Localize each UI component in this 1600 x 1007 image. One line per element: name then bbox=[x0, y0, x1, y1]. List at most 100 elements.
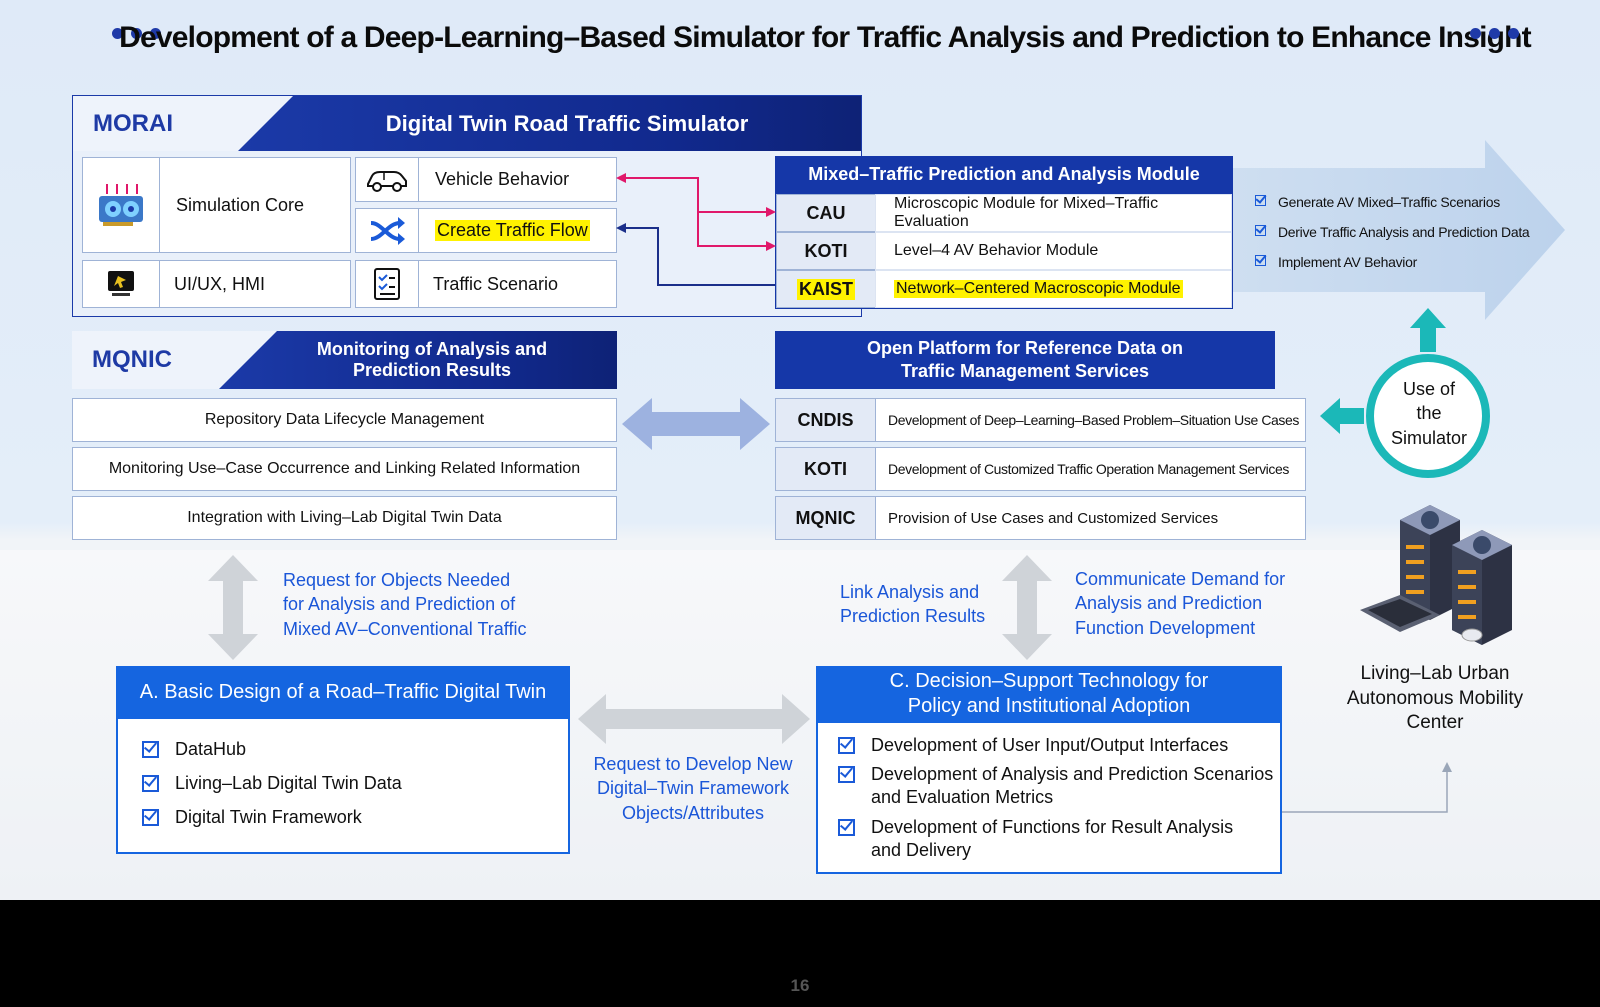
checkbox-icon bbox=[838, 737, 855, 754]
box-c-title-line: Policy and Institutional Adoption bbox=[907, 695, 1191, 717]
traffic-scenario-icon-cell bbox=[355, 260, 419, 308]
checkbox-icon bbox=[1255, 195, 1266, 206]
mixed-row-text-cell: Network–Centered Macroscopic Module bbox=[875, 270, 1232, 308]
mixed-row-code: KOTI bbox=[776, 232, 876, 270]
box-a-item: Living–Lab Digital Twin Data bbox=[142, 772, 402, 795]
vertical-double-arrow-left bbox=[208, 555, 258, 660]
open-platform-header: Open Platform for Reference Data on Traf… bbox=[775, 331, 1275, 389]
mqnic-item: Monitoring Use–Case Occurrence and Linki… bbox=[72, 447, 617, 491]
mqnic-platform-link-arrow bbox=[622, 398, 770, 450]
output-item: Implement AV Behavior bbox=[1255, 253, 1417, 271]
box-a-body bbox=[116, 717, 570, 854]
flow-text-line: Objects/Attributes bbox=[621, 802, 765, 823]
box-a-item: DataHub bbox=[142, 738, 246, 761]
simulation-core-icon-cell bbox=[82, 157, 160, 253]
mixed-row-text: Level–4 AV Behavior Module bbox=[875, 232, 1232, 270]
living-lab-line: Living–Lab Urban bbox=[1360, 663, 1510, 684]
box-a-item: Digital Twin Framework bbox=[142, 806, 362, 829]
box-c-item: Development of Functions for Result Anal… bbox=[838, 816, 1233, 863]
platform-row-text: Development of Deep–Learning–Based Probl… bbox=[875, 398, 1306, 442]
box-c-header: C. Decision–Support Technology for Polic… bbox=[816, 666, 1282, 722]
living-lab-label: Living–Lab Urban Autonomous Mobility Cen… bbox=[1335, 662, 1535, 736]
flow-text-line: Function Development bbox=[1075, 617, 1256, 638]
mixed-row-text: Microscopic Module for Mixed–Traffic Eva… bbox=[875, 194, 1232, 232]
output-item: Generate AV Mixed–Traffic Scenarios bbox=[1255, 193, 1500, 211]
box-c-title-line: C. Decision–Support Technology for bbox=[889, 670, 1209, 692]
flow-text-line: Mixed AV–Conventional Traffic bbox=[283, 618, 527, 639]
mqnic-title-line: Monitoring of Analysis and bbox=[316, 339, 548, 359]
use-simulator-line: the bbox=[1416, 403, 1442, 424]
ui-hmi-icon-cell bbox=[82, 260, 160, 308]
platform-row-text: Provision of Use Cases and Customized Se… bbox=[875, 496, 1306, 540]
morai-title: Digital Twin Road Traffic Simulator bbox=[233, 96, 861, 151]
shuffle-icon bbox=[370, 216, 405, 245]
flow-text-line: Link Analysis and bbox=[840, 582, 980, 602]
slide: Development of a Deep-Learning–Based Sim… bbox=[0, 0, 1600, 900]
page-number: 16 bbox=[790, 976, 810, 995]
mixed-row-code-cell: KAIST bbox=[776, 270, 876, 308]
mixed-row-code: KAIST bbox=[797, 278, 855, 300]
use-simulator-cycle-icon bbox=[1320, 308, 1490, 478]
link-results-text: Link Analysis and Prediction Results bbox=[840, 580, 985, 629]
checklist-icon bbox=[374, 268, 400, 300]
checkbox-icon bbox=[142, 775, 159, 792]
communicate-demand-text: Communicate Demand for Analysis and Pred… bbox=[1075, 567, 1285, 640]
platform-row-code: MQNIC bbox=[775, 496, 876, 540]
create-traffic-flow-cell: Create Traffic Flow bbox=[418, 208, 617, 253]
flow-text-line: Digital–Twin Framework bbox=[596, 778, 790, 799]
title-dots-left bbox=[112, 28, 161, 39]
mixed-row-text: Network–Centered Macroscopic Module bbox=[894, 280, 1183, 298]
checkbox-icon bbox=[142, 741, 159, 758]
output-arrow bbox=[1215, 140, 1565, 320]
open-platform-title-line: Traffic Management Services bbox=[900, 361, 1150, 381]
output-item: Derive Traffic Analysis and Prediction D… bbox=[1255, 223, 1530, 241]
mqnic-title-line: Prediction Results bbox=[352, 360, 512, 380]
page-title: Development of a Deep-Learning–Based Sim… bbox=[119, 21, 1532, 54]
mqnic-header: MQNIC Monitoring of Analysis and Predict… bbox=[72, 331, 617, 389]
use-simulator-line: Simulator bbox=[1390, 427, 1468, 448]
vertical-double-arrow-right bbox=[1002, 555, 1052, 660]
checkbox-icon bbox=[838, 766, 855, 783]
checkbox-icon bbox=[142, 809, 159, 826]
car-icon bbox=[367, 170, 407, 192]
living-lab-line: Autonomous Mobility bbox=[1346, 687, 1524, 709]
checkbox-icon bbox=[1255, 225, 1266, 236]
traffic-scenario-label: Traffic Scenario bbox=[418, 260, 617, 308]
title-dots-right bbox=[1470, 28, 1519, 39]
box-a-header: A. Basic Design of a Road–Traffic Digita… bbox=[116, 666, 570, 718]
box-c-item: Development of User Input/Output Interfa… bbox=[838, 734, 1228, 757]
vehicle-behavior-label: Vehicle Behavior bbox=[418, 157, 617, 202]
checkbox-icon bbox=[1255, 255, 1266, 266]
morai-header: MORAI Digital Twin Road Traffic Simulato… bbox=[73, 96, 861, 151]
flow-text-line: Request for Objects Needed bbox=[283, 570, 511, 590]
flow-text-line: Analysis and Prediction bbox=[1075, 593, 1263, 614]
flow-text-line: for Analysis and Prediction of bbox=[283, 594, 516, 615]
flow-text-line: Prediction Results bbox=[840, 606, 986, 627]
box-c-item: Development of Analysis and Prediction S… bbox=[838, 763, 1273, 810]
use-simulator-line: Use of bbox=[1402, 379, 1456, 399]
mqnic-org-label: MQNIC bbox=[72, 331, 277, 389]
flow-text-line: Communicate Demand for bbox=[1075, 569, 1286, 589]
living-lab-line: Center bbox=[1406, 712, 1464, 734]
gpu-card-icon bbox=[99, 184, 143, 226]
traffic-flow-icon-cell bbox=[355, 208, 419, 253]
mqnic-title: Monitoring of Analysis and Prediction Re… bbox=[217, 331, 617, 389]
monitor-icon bbox=[108, 271, 134, 296]
request-develop-text: Request to Develop New Digital–Twin Fram… bbox=[585, 752, 801, 825]
mixed-row-code: CAU bbox=[776, 194, 876, 232]
use-simulator-label: Use of the Simulator bbox=[1370, 377, 1488, 450]
box-c-to-living-lab-connector bbox=[1282, 762, 1452, 813]
open-platform-title-line: Open Platform for Reference Data on bbox=[866, 337, 1184, 358]
checkbox-icon bbox=[838, 819, 855, 836]
mixed-module-header: Mixed–Traffic Prediction and Analysis Mo… bbox=[775, 156, 1233, 194]
server-computer-icon bbox=[1360, 505, 1512, 645]
mqnic-item: Integration with Living–Lab Digital Twin… bbox=[72, 496, 617, 540]
box-c-body bbox=[816, 721, 1282, 874]
module-connectors bbox=[616, 173, 776, 286]
request-objects-text: Request for Objects Needed for Analysis … bbox=[283, 568, 526, 641]
morai-org-label: MORAI bbox=[73, 96, 293, 151]
mqnic-item: Repository Data Lifecycle Management bbox=[72, 398, 617, 442]
platform-row-code: CNDIS bbox=[775, 398, 876, 442]
horizontal-double-arrow bbox=[578, 694, 810, 744]
ui-hmi-label: UI/UX, HMI bbox=[159, 260, 351, 308]
